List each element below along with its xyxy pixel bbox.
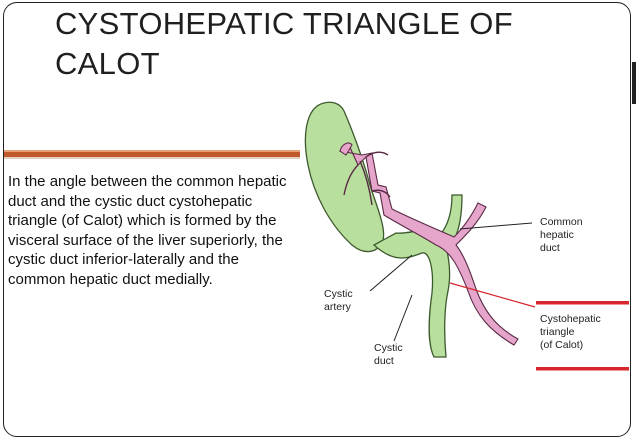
slide-frame xyxy=(3,2,631,437)
slide-title: CYSTOHEPATIC TRIANGLE OF CALOT xyxy=(55,6,513,81)
label-common-hepatic-duct: Common hepatic duct xyxy=(540,216,586,254)
triangle-label-bottom-bar xyxy=(536,367,629,371)
common-hepatic-pointer xyxy=(459,222,533,230)
hepatic-artery-branch xyxy=(339,142,353,156)
triangle-pointer-line xyxy=(449,282,536,308)
title-accent-bar xyxy=(4,150,300,159)
cystic-duct-shape xyxy=(372,228,451,358)
artery-branch-lines xyxy=(343,151,391,206)
triangle-label-top-bar xyxy=(536,301,629,305)
cystic-artery-shape xyxy=(338,142,519,346)
right-edge-marker xyxy=(632,62,636,104)
calot-triangle-diagram: Common hepatic duct Cystic artery Cystic… xyxy=(304,101,629,371)
cystic-artery-pointer xyxy=(369,254,413,292)
common-hepatic-duct-shape xyxy=(438,194,463,242)
label-cystic-duct: Cystic duct xyxy=(374,342,406,367)
label-cystic-artery: Cystic artery xyxy=(324,288,356,313)
label-cystohepatic-triangle: Cystohepatic triangle (of Calot) xyxy=(540,313,604,351)
body-paragraph: In the angle between the common hepatic … xyxy=(8,173,287,288)
cystic-duct-pointer xyxy=(393,294,413,342)
